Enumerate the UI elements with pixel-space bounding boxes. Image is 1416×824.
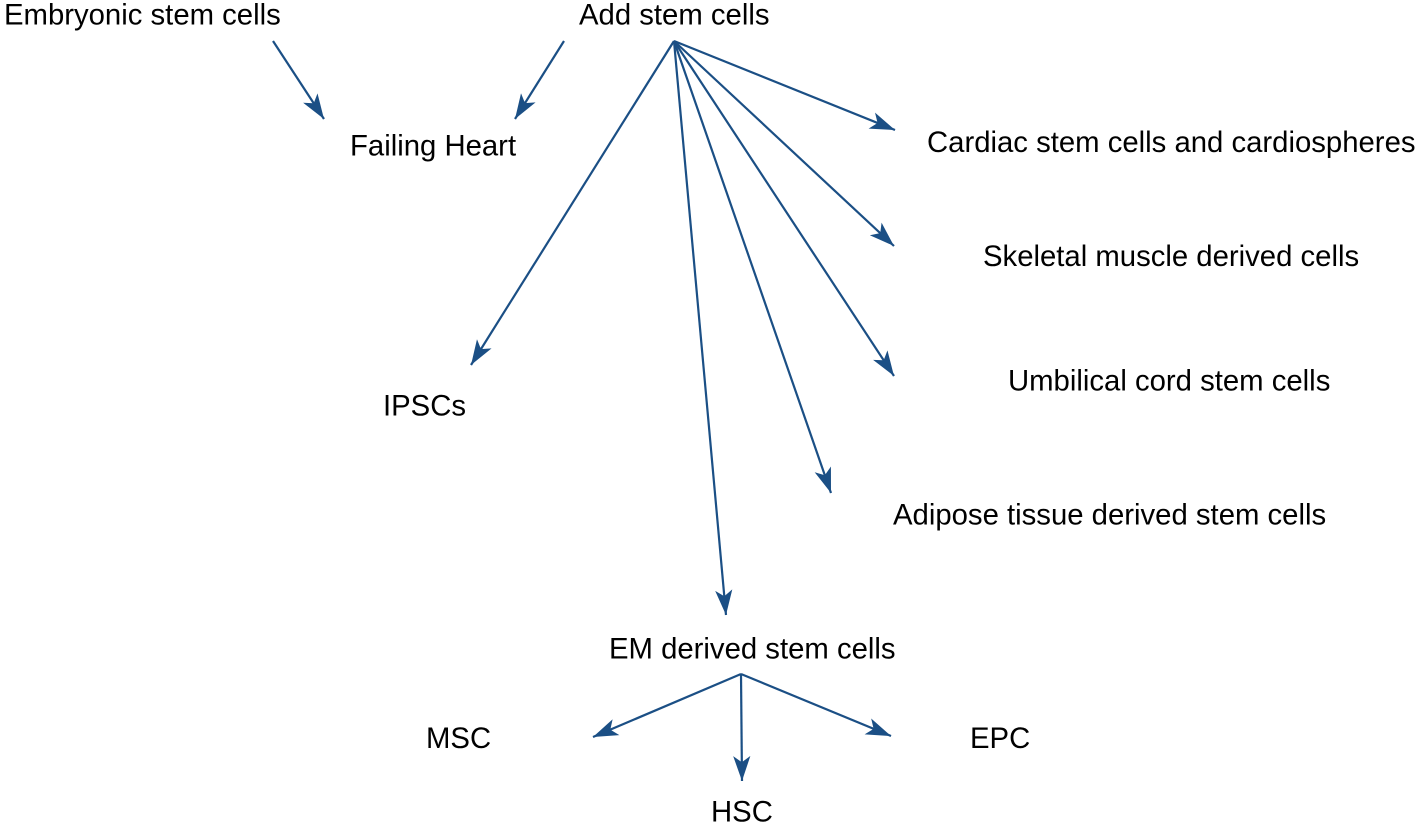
svg-text:Skeletal muscle derived cells: Skeletal muscle derived cells (983, 240, 1359, 273)
svg-text:Adipose tissue derived stem ce: Adipose tissue derived stem cells (893, 499, 1326, 532)
svg-text:Cardiac stem cells and cardios: Cardiac stem cells and cardiospheres (927, 126, 1416, 159)
svg-text:HSC: HSC (711, 796, 773, 824)
svg-text:Umbilical cord stem cells: Umbilical cord stem cells (1008, 365, 1330, 398)
svg-text:IPSCs: IPSCs (383, 390, 466, 423)
svg-text:Failing Heart: Failing Heart (350, 130, 516, 163)
svg-text:EM derived stem cells: EM derived stem cells (609, 633, 896, 666)
svg-text:Add stem cells: Add stem cells (579, 0, 770, 32)
svg-text:MSC: MSC (426, 722, 491, 755)
svg-text:Embryonic stem cells: Embryonic stem cells (4, 0, 281, 32)
svg-text:EPC: EPC (970, 722, 1030, 755)
